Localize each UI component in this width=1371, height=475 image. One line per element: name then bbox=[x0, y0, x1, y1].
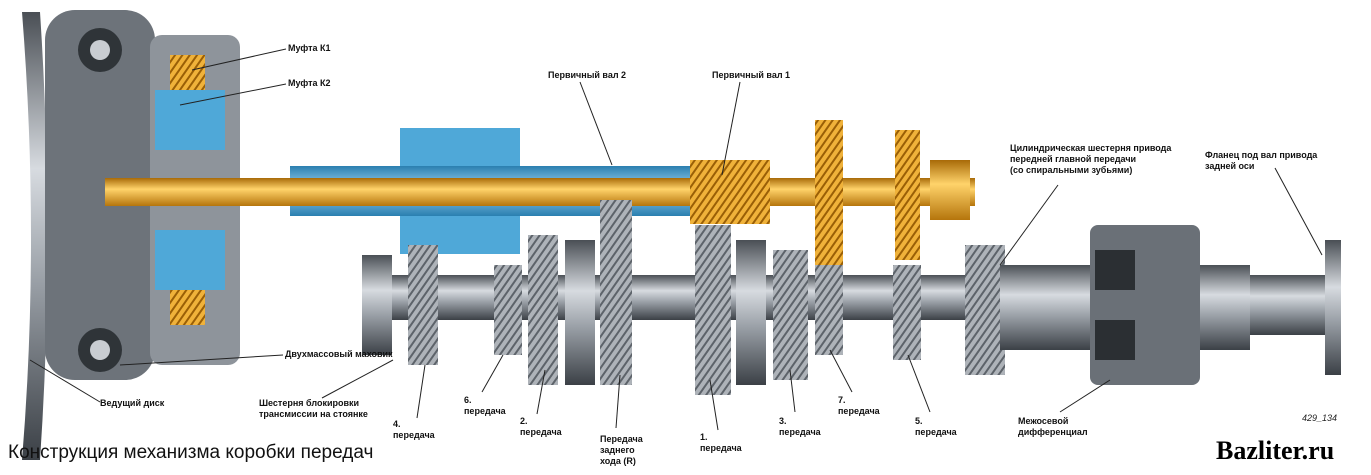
clutch-k1 bbox=[170, 55, 205, 95]
rear-axle-flange bbox=[1325, 240, 1341, 375]
label-line: заднего bbox=[600, 445, 635, 455]
label-line: 4. bbox=[393, 419, 401, 429]
label-line: передача bbox=[464, 406, 506, 416]
label-line: передача bbox=[838, 406, 880, 416]
label-line: передача bbox=[915, 427, 957, 437]
label-drive-plate: Ведущий диск bbox=[100, 398, 165, 408]
label-front-drive-gear: Цилиндрическая шестерня привода передней… bbox=[1010, 143, 1171, 176]
label-line: 1. bbox=[700, 432, 708, 442]
label-line: (со спиральными зубьями) bbox=[1010, 165, 1133, 175]
label-line: передача bbox=[520, 427, 562, 437]
label-line: Фланец под вал привода bbox=[1205, 150, 1318, 160]
front-drive-gear bbox=[965, 245, 1005, 375]
label-line: трансмиссии на стоянке bbox=[259, 409, 368, 419]
label-gear-7: 7.передача bbox=[838, 395, 880, 417]
label-line: передача bbox=[700, 443, 742, 453]
label-gear-6: 6.передача bbox=[464, 395, 506, 417]
label-line: 5. bbox=[915, 416, 923, 426]
label-line: Цилиндрическая шестерня привода bbox=[1010, 143, 1172, 153]
label-line: 6. bbox=[464, 395, 472, 405]
label-line: Передача bbox=[600, 434, 643, 444]
label-line: хода (R) bbox=[600, 456, 636, 466]
label-clutch-k1: Муфта К1 bbox=[288, 43, 331, 53]
label-gear-1: 1.передача bbox=[700, 432, 742, 454]
dual-mass-flywheel bbox=[45, 10, 155, 380]
center-differential bbox=[1090, 225, 1200, 385]
label-line: задней оси bbox=[1205, 161, 1255, 171]
label-input-shaft-2: Первичный вал 2 bbox=[548, 70, 627, 80]
label-line: Межосевой bbox=[1018, 416, 1069, 426]
drive-plate bbox=[22, 12, 48, 460]
label-line: Шестерня блокировки bbox=[259, 398, 360, 408]
watermark: Bazliter.ru bbox=[1216, 436, 1335, 465]
label-gear-2: 2.передача bbox=[520, 416, 562, 438]
label-line: 3. bbox=[779, 416, 787, 426]
label-input-shaft-1: Первичный вал 1 bbox=[712, 70, 791, 80]
label-line: дифференциал bbox=[1018, 427, 1088, 437]
label-parking-lock-gear: Шестерня блокировки трансмиссии на стоян… bbox=[259, 398, 368, 420]
label-line: передача bbox=[393, 430, 435, 440]
gears bbox=[362, 200, 921, 395]
label-line: 2. bbox=[520, 416, 528, 426]
clutch-k2 bbox=[155, 90, 225, 150]
label-gear-4: 4.передача bbox=[393, 419, 435, 441]
label-dual-mass-flywheel: Двухмассовый маховик bbox=[285, 349, 393, 359]
label-line: передача bbox=[779, 427, 821, 437]
label-rear-flange: Фланец под вал привода задней оси bbox=[1205, 150, 1317, 172]
input-shaft-1 bbox=[105, 178, 975, 206]
label-gear-3: 3.передача bbox=[779, 416, 821, 438]
countershaft bbox=[380, 275, 970, 320]
figure-code: 429_134 bbox=[1302, 413, 1338, 423]
label-gear-5: 5.передача bbox=[915, 416, 957, 438]
label-line: передней главной передачи bbox=[1010, 154, 1137, 164]
page-title: Конструкция механизма коробки передач bbox=[8, 442, 374, 463]
label-line: 7. bbox=[838, 395, 846, 405]
label-clutch-k2: Муфта К2 bbox=[288, 78, 331, 88]
